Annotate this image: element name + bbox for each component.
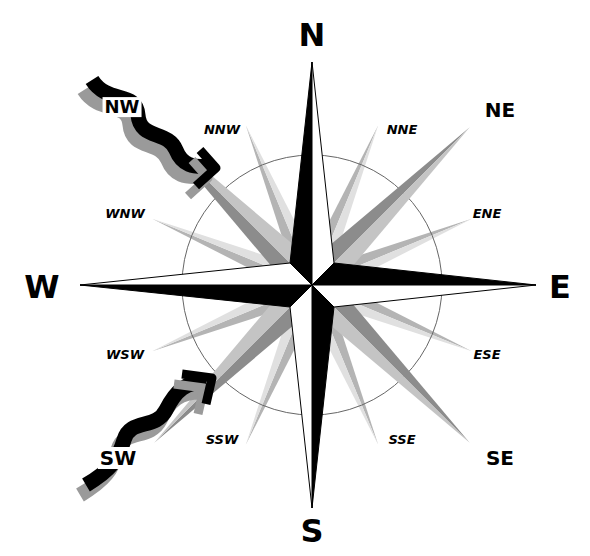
compass-label: W	[24, 270, 59, 305]
compass-label: ESE	[473, 348, 500, 362]
compass-label: NE	[485, 99, 515, 121]
compass-label: S	[300, 514, 323, 549]
wind-arrow-northwest	[84, 80, 216, 196]
compass-label: SE	[486, 447, 514, 469]
compass-label: N	[299, 18, 326, 53]
compass-label: SSE	[388, 433, 415, 447]
compass-label: NNW	[204, 123, 240, 137]
cardinal-rays	[80, 62, 536, 508]
compass-label: WSW	[106, 348, 144, 362]
compass-label: ENE	[473, 207, 502, 221]
compass-label: WNW	[105, 207, 145, 221]
compass-label: SW	[98, 447, 138, 469]
compass-label: SSW	[206, 433, 239, 447]
wind-arrow-southwest	[80, 374, 212, 495]
compass-label: NNE	[387, 123, 418, 137]
compass-label: E	[549, 270, 571, 305]
compass-label: NW	[103, 97, 142, 117]
